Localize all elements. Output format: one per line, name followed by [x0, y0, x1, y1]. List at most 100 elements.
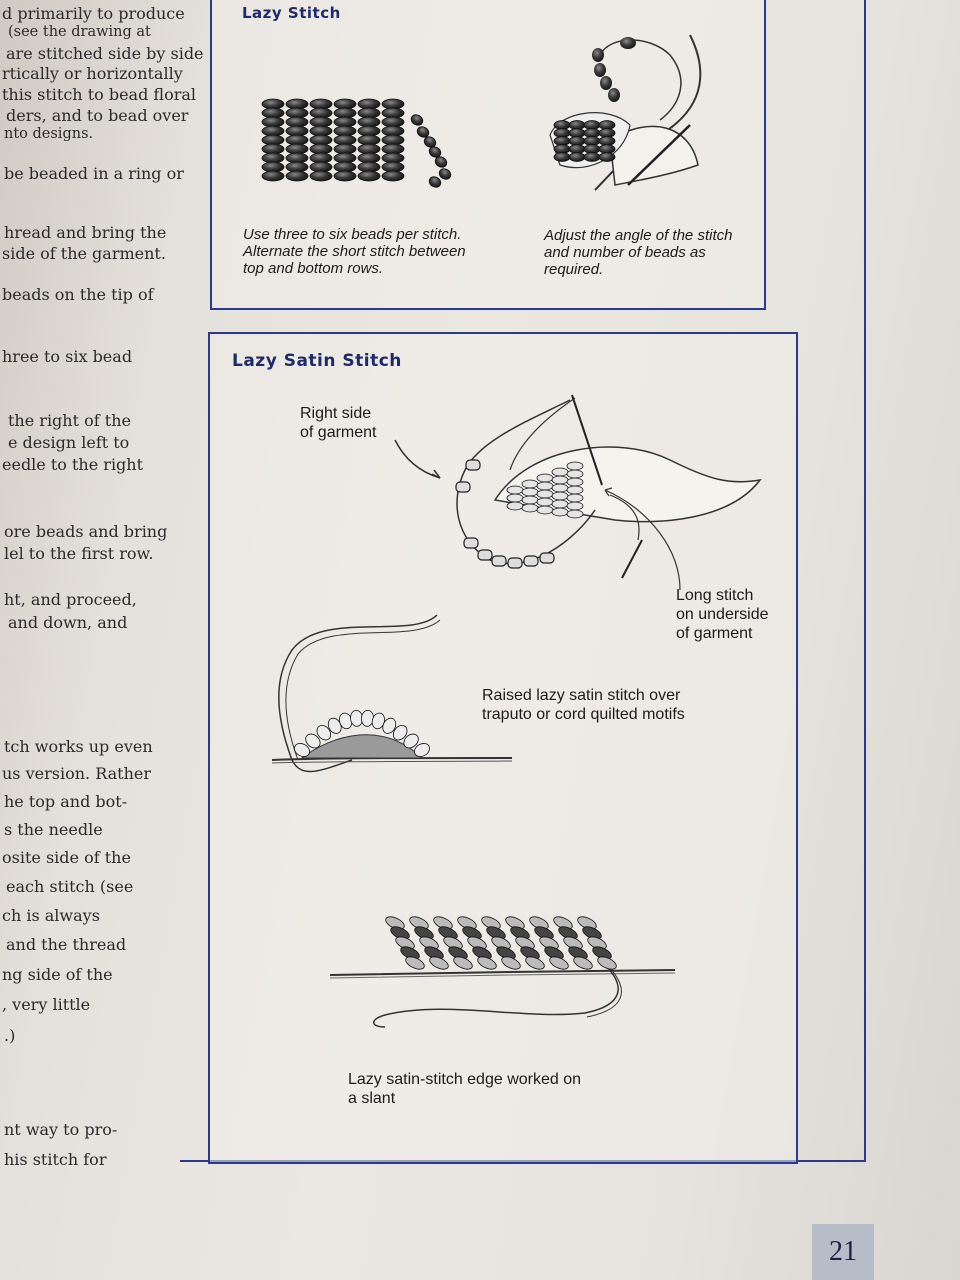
- body-text-line: s the needle: [4, 820, 103, 839]
- bead-shape: [566, 509, 584, 519]
- left-text-column: d primarily to produce (see the drawing …: [0, 0, 204, 1200]
- bead-shape: [536, 497, 554, 507]
- bead-shape: [566, 493, 584, 503]
- bead-shape: [566, 485, 584, 495]
- bead-shape: [536, 489, 554, 499]
- bead-shape: [506, 493, 524, 503]
- body-text-line: ht, and proceed,: [4, 590, 137, 609]
- bead-shape: [381, 107, 405, 119]
- bead-shape: [357, 152, 381, 164]
- bead-shape: [521, 495, 539, 505]
- bead-shape: [566, 477, 584, 487]
- bead-shape: [405, 956, 425, 970]
- lazy-satin-ring-illustration: [394, 394, 762, 590]
- bead-shape: [261, 98, 285, 110]
- bead-shape: [357, 134, 381, 146]
- bead-shape: [357, 98, 381, 110]
- body-text-line: and down, and: [8, 613, 128, 632]
- body-text-line: ders, and to bead over: [6, 106, 189, 125]
- body-text-line: hree to six bead: [2, 347, 133, 366]
- bead-shape: [549, 956, 569, 970]
- bead-shape: [501, 956, 521, 970]
- body-text-line: osite side of the: [2, 848, 131, 867]
- bead-shape: [357, 107, 381, 119]
- body-text-line: ch is always: [2, 906, 100, 925]
- bead-shape: [261, 170, 285, 182]
- body-text-line: eedle to the right: [2, 455, 144, 474]
- bead-shape: [568, 152, 586, 162]
- label-line: Right side: [300, 405, 372, 422]
- body-text-line: he top and bot-: [4, 792, 128, 811]
- bead-shape: [551, 467, 569, 477]
- body-text-line: the right of the: [8, 411, 131, 430]
- body-text-line: each stitch (see: [6, 877, 134, 896]
- body-text-line: (see the drawing at: [8, 24, 151, 40]
- bead-shape: [551, 491, 569, 501]
- bead-shape: [309, 116, 333, 128]
- raised-lazy-satin-illustration: [271, 614, 513, 773]
- lazy-stitch-caption-right: Adjust the angle of the stitch and numbe…: [544, 227, 732, 278]
- bead-shape: [285, 134, 309, 146]
- bead-shape: [382, 717, 397, 734]
- caption-line: and number of beads as: [544, 244, 706, 261]
- bead-shape: [333, 152, 357, 164]
- bead-shape: [414, 743, 430, 757]
- bead-shape: [333, 98, 357, 110]
- bead-shape: [305, 733, 321, 749]
- bead-shape: [536, 481, 554, 491]
- bead-shape: [261, 161, 285, 173]
- bead-shape: [333, 134, 357, 146]
- raised-lazy-satin-label: Raised lazy satin stitch over traputo or…: [482, 686, 685, 724]
- bead-shape: [309, 161, 333, 173]
- bead-shape: [333, 116, 357, 128]
- bead-shape: [521, 479, 539, 489]
- bead-shape: [261, 152, 285, 164]
- bead-shape: [521, 487, 539, 497]
- label-line: Lazy satin-stitch edge worked on: [348, 1071, 582, 1088]
- bead-shape: [309, 107, 333, 119]
- bead-shape: [285, 143, 309, 155]
- bead-shape: [333, 125, 357, 137]
- bead-shape: [357, 161, 381, 173]
- lazy-stitch-needle-illustration: [549, 34, 702, 191]
- bead-shape: [429, 956, 449, 970]
- bead-shape: [597, 956, 617, 970]
- bead-shape: [428, 146, 442, 158]
- bead-shape: [416, 126, 430, 138]
- bead-shape: [477, 956, 497, 970]
- bead-shape: [573, 956, 593, 970]
- body-text-line: d primarily to produce: [2, 4, 185, 23]
- body-text-line: ng side of the: [2, 965, 113, 984]
- body-text-line: beads on the tip of: [2, 285, 154, 304]
- bead-shape: [410, 114, 424, 126]
- bead-shape: [316, 724, 332, 741]
- caption-line: Adjust the angle of the stitch: [544, 227, 733, 244]
- label-line: traputo or cord quilted motifs: [482, 706, 685, 723]
- bead-shape: [285, 152, 309, 164]
- body-text-line: ore beads and bring: [4, 522, 168, 541]
- slant-edge-label: Lazy satin-stitch edge worked on a slant: [348, 1070, 581, 1108]
- bead-shape: [333, 107, 357, 119]
- caption-line: Alternate the short stitch between: [243, 243, 466, 260]
- bead-shape: [381, 152, 405, 164]
- bead-shape: [285, 107, 309, 119]
- bead-shape: [551, 483, 569, 493]
- label-line: a slant: [348, 1090, 396, 1107]
- bead-shape: [261, 107, 285, 119]
- bead-shape: [285, 161, 309, 173]
- bead-shape: [333, 170, 357, 182]
- bead-shape: [598, 152, 616, 162]
- lazy-stitch-bead-rows-illustration: [261, 98, 452, 188]
- bead-shape: [261, 125, 285, 137]
- bead-shape: [583, 152, 601, 162]
- bead-shape: [285, 170, 309, 182]
- bead-shape: [261, 116, 285, 128]
- bead-shape: [438, 168, 452, 180]
- body-text-line: this stitch to bead floral: [2, 85, 197, 104]
- bead-shape: [453, 956, 473, 970]
- bead-shape: [294, 743, 310, 757]
- bead-shape: [309, 170, 333, 182]
- bead-shape: [381, 161, 405, 173]
- page-number: 21: [812, 1224, 874, 1280]
- slanted-satin-edge-illustration: [329, 916, 676, 1028]
